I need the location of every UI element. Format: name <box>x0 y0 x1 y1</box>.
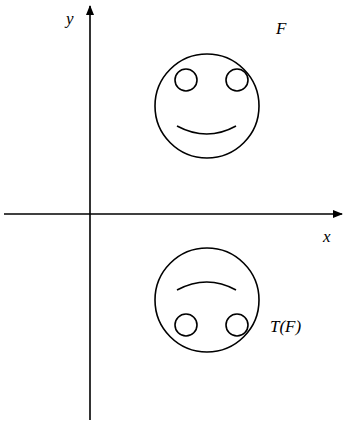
face-eye <box>175 69 197 91</box>
face-outline <box>155 54 259 158</box>
figure-label: T(F) <box>270 318 301 335</box>
axis-label: y <box>66 10 74 27</box>
face-smile <box>177 126 236 134</box>
face-eye <box>226 69 248 91</box>
face-frown <box>177 282 236 290</box>
x-axis <box>4 213 342 215</box>
face-eye <box>175 314 197 336</box>
axis-label: x <box>323 228 331 245</box>
face-tf <box>155 248 259 352</box>
y-axis <box>89 6 91 420</box>
face-outline <box>155 248 259 352</box>
face-f <box>155 54 259 158</box>
face-eye <box>226 314 248 336</box>
figure-label: F <box>276 20 286 37</box>
